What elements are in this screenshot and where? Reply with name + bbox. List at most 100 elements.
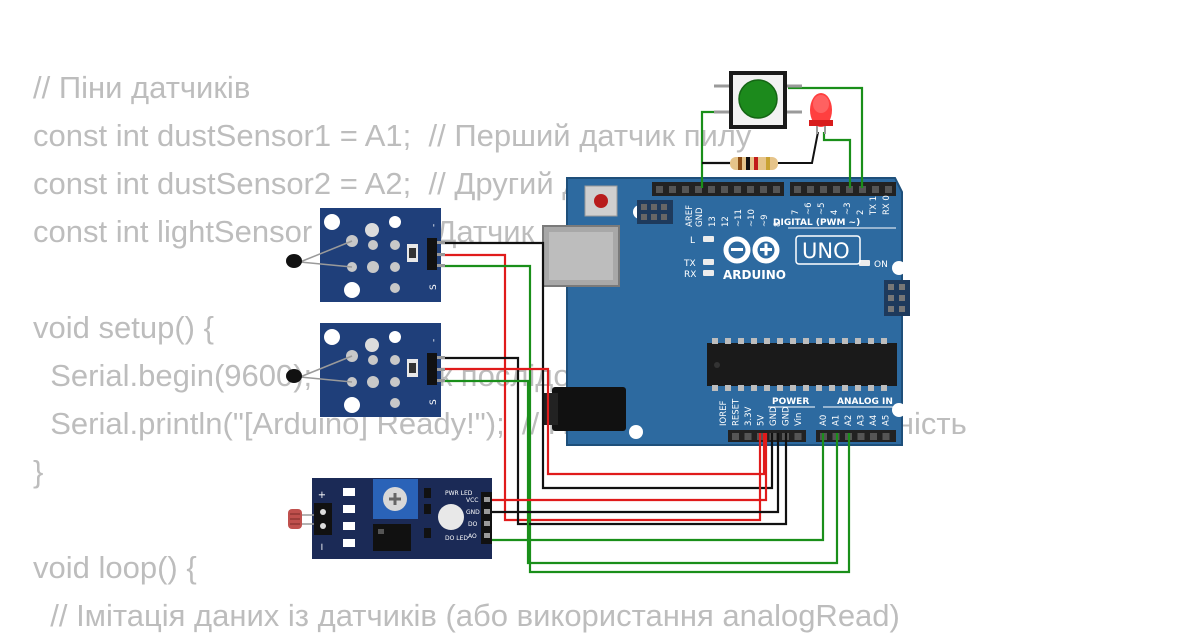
ldr-do-led-label: DO LED [445, 535, 468, 542]
digital-pin-label: TX 1 [869, 196, 879, 216]
module2-minus-label: - [429, 339, 439, 342]
module1-minus-label: - [429, 224, 439, 227]
pin-hole[interactable] [885, 186, 892, 193]
pin-hole[interactable] [747, 186, 754, 193]
ldr-pin-vcc: VCC [466, 497, 478, 504]
pin-hole[interactable] [734, 186, 741, 193]
potentiometer-icon [373, 479, 418, 519]
digital-pin-label: RX 0 [882, 195, 892, 215]
pin-hole[interactable] [669, 186, 676, 193]
usb-connector-inner [549, 232, 613, 280]
pin-hole[interactable] [656, 186, 663, 193]
power-pin-label: GND [782, 406, 792, 426]
pushbutton[interactable] [714, 71, 802, 129]
ldr-minus-label: − [317, 543, 328, 551]
mounting-hole [629, 425, 643, 439]
power-pin-label: 3.3V [744, 406, 754, 426]
mounting-hole [892, 261, 906, 275]
wire-ldr-ao [490, 433, 825, 542]
digital-pin-label: 2 [856, 210, 866, 215]
pin-hole[interactable] [773, 186, 780, 193]
thermistor-module-2[interactable]: - S [286, 323, 445, 417]
pin-hole[interactable] [820, 186, 827, 193]
digital-label: DIGITAL (PWM ~) [773, 218, 860, 228]
pin-hole[interactable] [794, 433, 802, 440]
analog-label: ANALOG IN [837, 397, 893, 407]
power-pin-label: 5V [757, 415, 767, 426]
pin-hole[interactable] [857, 433, 865, 440]
digital-pin-label: 12 [721, 216, 731, 227]
wire-ldr-gnd [490, 433, 780, 514]
uno-badge [795, 235, 861, 265]
reset-button-cap[interactable] [594, 194, 608, 208]
atmega-chip [707, 338, 897, 391]
wires [441, 86, 864, 574]
ldr-pin-gnd: GND [466, 509, 480, 516]
pin-hole[interactable] [833, 186, 840, 193]
pin-hole[interactable] [760, 186, 767, 193]
wire-led-anode [822, 132, 852, 188]
photoresistor-module[interactable]: + − PWR LED DO LED VCC GND DO AO [288, 478, 492, 559]
led-tx-indicator [703, 259, 714, 265]
wire-gnd-2 [441, 356, 788, 526]
pin-hole[interactable] [695, 186, 702, 193]
thermistor-icon [286, 355, 353, 383]
pin-hole[interactable] [721, 186, 728, 193]
pin-hole[interactable] [870, 433, 877, 440]
pin-hole[interactable] [807, 186, 814, 193]
digital-pin-label: GND [695, 207, 705, 227]
pin-hole[interactable] [882, 433, 890, 440]
digital-pin-label: ~6 [804, 202, 814, 215]
icsp-header-right [884, 280, 910, 316]
thermistor-module-1[interactable]: - S [286, 208, 445, 302]
wire-vcc-1 [441, 253, 762, 522]
code-line-2: const int dustSensor1 = A1; // Перший да… [33, 118, 752, 153]
digital-pin-label: ~9 [760, 214, 770, 227]
thermistor-icon [286, 240, 353, 268]
pin-hole[interactable] [732, 433, 739, 440]
power-jack [552, 387, 626, 431]
analog-pin-label: A0 [819, 415, 829, 426]
digital-pin-label: ~5 [817, 202, 827, 215]
resistor-icon [730, 157, 778, 170]
pushbutton-icon[interactable] [739, 80, 777, 118]
photoresistor-icon [288, 509, 320, 529]
ldr-pwr-led-label: PWR LED [445, 490, 473, 497]
pin-hole[interactable] [682, 186, 689, 193]
digital-pin-label: ~11 [734, 209, 744, 227]
digital-pin-label: ~10 [747, 209, 757, 227]
wire-button-signal [788, 86, 864, 188]
digital-pin-label: ~3 [843, 202, 853, 215]
pin-hole[interactable] [872, 186, 879, 193]
pin-hole[interactable] [708, 186, 715, 193]
code-line-1: // Піни датчиків [33, 70, 251, 105]
module1-signal-label: S [429, 284, 439, 290]
code-line-12: // Імітація даних із датчиків (або викор… [33, 598, 900, 633]
code-line-9: } [33, 454, 44, 489]
icsp-header [637, 200, 673, 224]
digital-pin-label: 7 [791, 210, 801, 215]
aref-label: AREF [685, 205, 695, 227]
ldr-pin-ao: AO [468, 533, 477, 540]
wire-button-gnd [700, 110, 732, 188]
pin-hole[interactable] [846, 186, 853, 193]
pin-hole[interactable] [794, 186, 801, 193]
power-pin-label: GND [769, 406, 779, 426]
digital-header-right [790, 182, 896, 196]
arduino-logo-icon [723, 236, 780, 264]
led-on-indicator [859, 260, 870, 266]
wire-gnd-1 [441, 241, 774, 490]
led-tx-label: TX [683, 259, 696, 269]
code-line-11: void loop() { [33, 550, 197, 585]
wire-ldr-vcc [490, 433, 768, 502]
led-l-label: L [690, 236, 695, 246]
code-line-6: void setup() { [33, 310, 214, 345]
pin-hole[interactable] [744, 433, 752, 440]
pin-hole[interactable] [859, 186, 866, 193]
analog-pin-label: A5 [882, 415, 892, 426]
wire-vcc-2 [441, 367, 766, 476]
power-pin-label: RESET [732, 398, 742, 426]
